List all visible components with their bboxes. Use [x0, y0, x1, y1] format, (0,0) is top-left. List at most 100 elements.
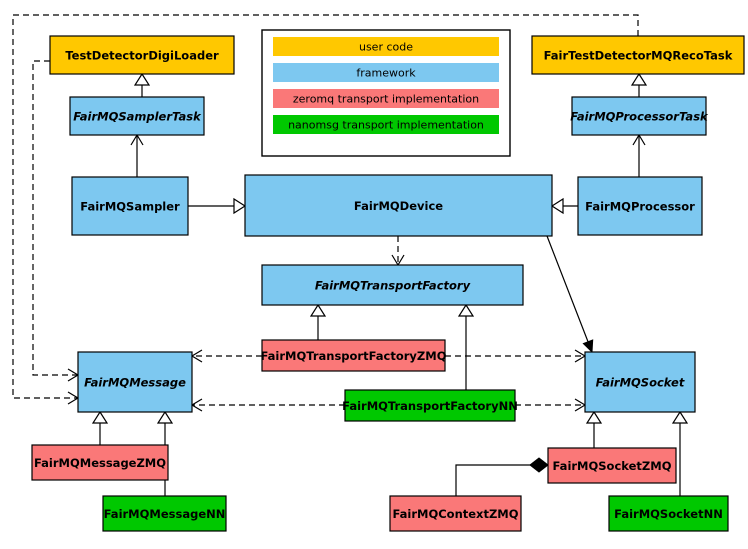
- node-label: FairMQMessageZMQ: [34, 456, 166, 470]
- class-node-FairMQMessage[interactable]: FairMQMessage: [77, 351, 193, 413]
- class-node-FairMQTransportFactoryNN[interactable]: FairMQTransportFactoryNN: [342, 389, 518, 422]
- edge-device-to-socket-arrowhead: [582, 339, 594, 354]
- node-box[interactable]: [71, 176, 189, 236]
- edge-messagezmq-to-message-arrowhead: [91, 410, 109, 424]
- edge-transportfactoryzmq-to-transportfactory: [309, 303, 327, 340]
- legend-label: framework: [356, 67, 416, 80]
- node-label: FairMQMessage: [84, 376, 186, 390]
- legend-swatch: [273, 89, 499, 108]
- edge-messagenn-to-message-arrowhead: [156, 410, 174, 424]
- node-label: FairMQProcessorTask: [570, 110, 709, 124]
- class-node-FairMQTransportFactoryZMQ[interactable]: FairMQTransportFactoryZMQ: [260, 339, 447, 372]
- node-box[interactable]: [77, 351, 193, 413]
- edge-line: [546, 235, 593, 353]
- class-node-FairMQSocketNN[interactable]: FairMQSocketNN: [608, 495, 729, 532]
- node-label: FairMQProcessor: [585, 200, 695, 214]
- node-box[interactable]: [102, 495, 227, 532]
- node-label: FairMQTransportFactoryZMQ: [260, 349, 446, 363]
- edge-device-to-socket: [546, 235, 594, 354]
- edge-socketzmq-to-socket-arrowhead: [585, 410, 603, 424]
- node-box[interactable]: [31, 444, 169, 481]
- edge-processortask-to-recotask: [630, 72, 648, 97]
- class-node-FairMQProcessorTask[interactable]: FairMQProcessorTask: [570, 96, 709, 136]
- node-box[interactable]: [261, 339, 446, 372]
- legend-label: zeromq transport implementation: [293, 93, 479, 106]
- edge-device-to-transportfactory: [391, 236, 405, 267]
- edge-sampler-to-device-arrowhead: [233, 197, 247, 215]
- node-label: FairMQSamplerTask: [73, 110, 202, 124]
- class-node-FairMQProcessor[interactable]: FairMQProcessor: [577, 176, 703, 236]
- node-box[interactable]: [577, 176, 703, 236]
- edge-processor-to-processortask: [632, 133, 646, 177]
- class-node-FairMQSamplerTask[interactable]: FairMQSamplerTask: [69, 96, 205, 136]
- class-node-FairMQSocketZMQ[interactable]: FairMQSocketZMQ: [547, 447, 677, 484]
- class-node-FairTestDetectorMQRecoTask[interactable]: FairTestDetectorMQRecoTask: [531, 35, 745, 75]
- edge-sampler-to-samplertask: [130, 133, 144, 177]
- legend-item-1: framework: [273, 63, 499, 82]
- node-label: FairMQSocketNN: [614, 507, 723, 521]
- node-label: FairMQSocket: [596, 376, 685, 390]
- node-box[interactable]: [69, 96, 205, 136]
- edge-transportfactorynn-to-message: [190, 398, 345, 412]
- edge-transportfactoryzmq-to-message: [190, 349, 262, 363]
- node-box[interactable]: [344, 389, 516, 422]
- class-node-TestDetectorDigiLoader[interactable]: TestDetectorDigiLoader: [49, 35, 235, 75]
- node-box[interactable]: [547, 447, 677, 484]
- class-node-FairMQDevice[interactable]: FairMQDevice: [244, 174, 553, 237]
- edge-socketzmq-to-socket: [585, 410, 603, 448]
- class-node-FairMQSampler[interactable]: FairMQSampler: [71, 176, 189, 236]
- edge-processortask-to-recotask-arrowhead: [630, 72, 648, 86]
- node-box[interactable]: [261, 264, 524, 306]
- node-box[interactable]: [584, 351, 696, 413]
- legend: user code framework zeromq transport imple…: [261, 29, 511, 157]
- node-box[interactable]: [531, 35, 745, 75]
- class-node-FairMQTransportFactory[interactable]: FairMQTransportFactory: [261, 264, 524, 306]
- legend-label: user code: [359, 41, 413, 54]
- node-label: FairMQContextZMQ: [392, 507, 518, 521]
- node-box[interactable]: [244, 174, 553, 237]
- edge-line: [12, 14, 639, 399]
- legend-item-2: zeromq transport implementation: [273, 89, 499, 108]
- edge-samplertask-to-digiloader: [133, 72, 151, 97]
- class-node-FairMQMessageZMQ[interactable]: FairMQMessageZMQ: [31, 444, 169, 481]
- legend-label: nanomsg transport implementation: [288, 119, 484, 132]
- node-layer: TestDetectorDigiLoaderFairMQSamplerTaskF…: [31, 35, 745, 532]
- node-label: FairMQSocketZMQ: [553, 459, 672, 473]
- edge-line: [32, 60, 78, 376]
- edge-samplertask-to-digiloader-arrowhead: [133, 72, 151, 86]
- node-label: FairMQDevice: [354, 199, 443, 213]
- edge-socketnn-to-socket: [671, 410, 689, 496]
- node-box[interactable]: [608, 495, 729, 532]
- node-label: FairMQMessageNN: [104, 507, 226, 521]
- edge-socketzmq-composes-contextzmq: [455, 457, 549, 496]
- legend-item-0: user code: [273, 37, 499, 56]
- node-label: FairMQTransportFactoryNN: [342, 399, 518, 413]
- legend-swatch: [273, 63, 499, 82]
- node-box[interactable]: [389, 495, 522, 532]
- legend-swatch: [273, 37, 499, 56]
- edge-processor-to-device: [550, 197, 578, 215]
- node-label: TestDetectorDigiLoader: [65, 49, 219, 63]
- legend-item-3: nanomsg transport implementation: [273, 115, 499, 134]
- edge-transportfactoryzmq-to-transportfactory-arrowhead: [309, 303, 327, 317]
- legend-layer: user code framework zeromq transport imple…: [261, 29, 511, 157]
- edge-line: [455, 464, 548, 496]
- edge-sampler-to-device: [188, 197, 247, 215]
- edge-transportfactorynn-to-socket: [515, 398, 587, 412]
- edge-transportfactorynn-to-transportfactory: [457, 303, 475, 390]
- class-node-FairMQMessageNN[interactable]: FairMQMessageNN: [102, 495, 227, 532]
- edge-transportfactorynn-to-transportfactory-arrowhead: [457, 303, 475, 317]
- node-box[interactable]: [571, 96, 707, 136]
- edge-messagezmq-to-message: [91, 410, 109, 445]
- legend-swatch: [273, 115, 499, 134]
- class-node-FairMQContextZMQ[interactable]: FairMQContextZMQ: [389, 495, 522, 532]
- node-label: FairTestDetectorMQRecoTask: [544, 49, 733, 63]
- node-label: FairMQTransportFactory: [315, 279, 471, 293]
- node-box[interactable]: [49, 35, 235, 75]
- class-node-FairMQSocket[interactable]: FairMQSocket: [584, 351, 696, 413]
- edge-socketnn-to-socket-arrowhead: [671, 410, 689, 424]
- node-label: FairMQSampler: [80, 200, 180, 214]
- edge-processor-to-device-arrowhead: [550, 197, 564, 215]
